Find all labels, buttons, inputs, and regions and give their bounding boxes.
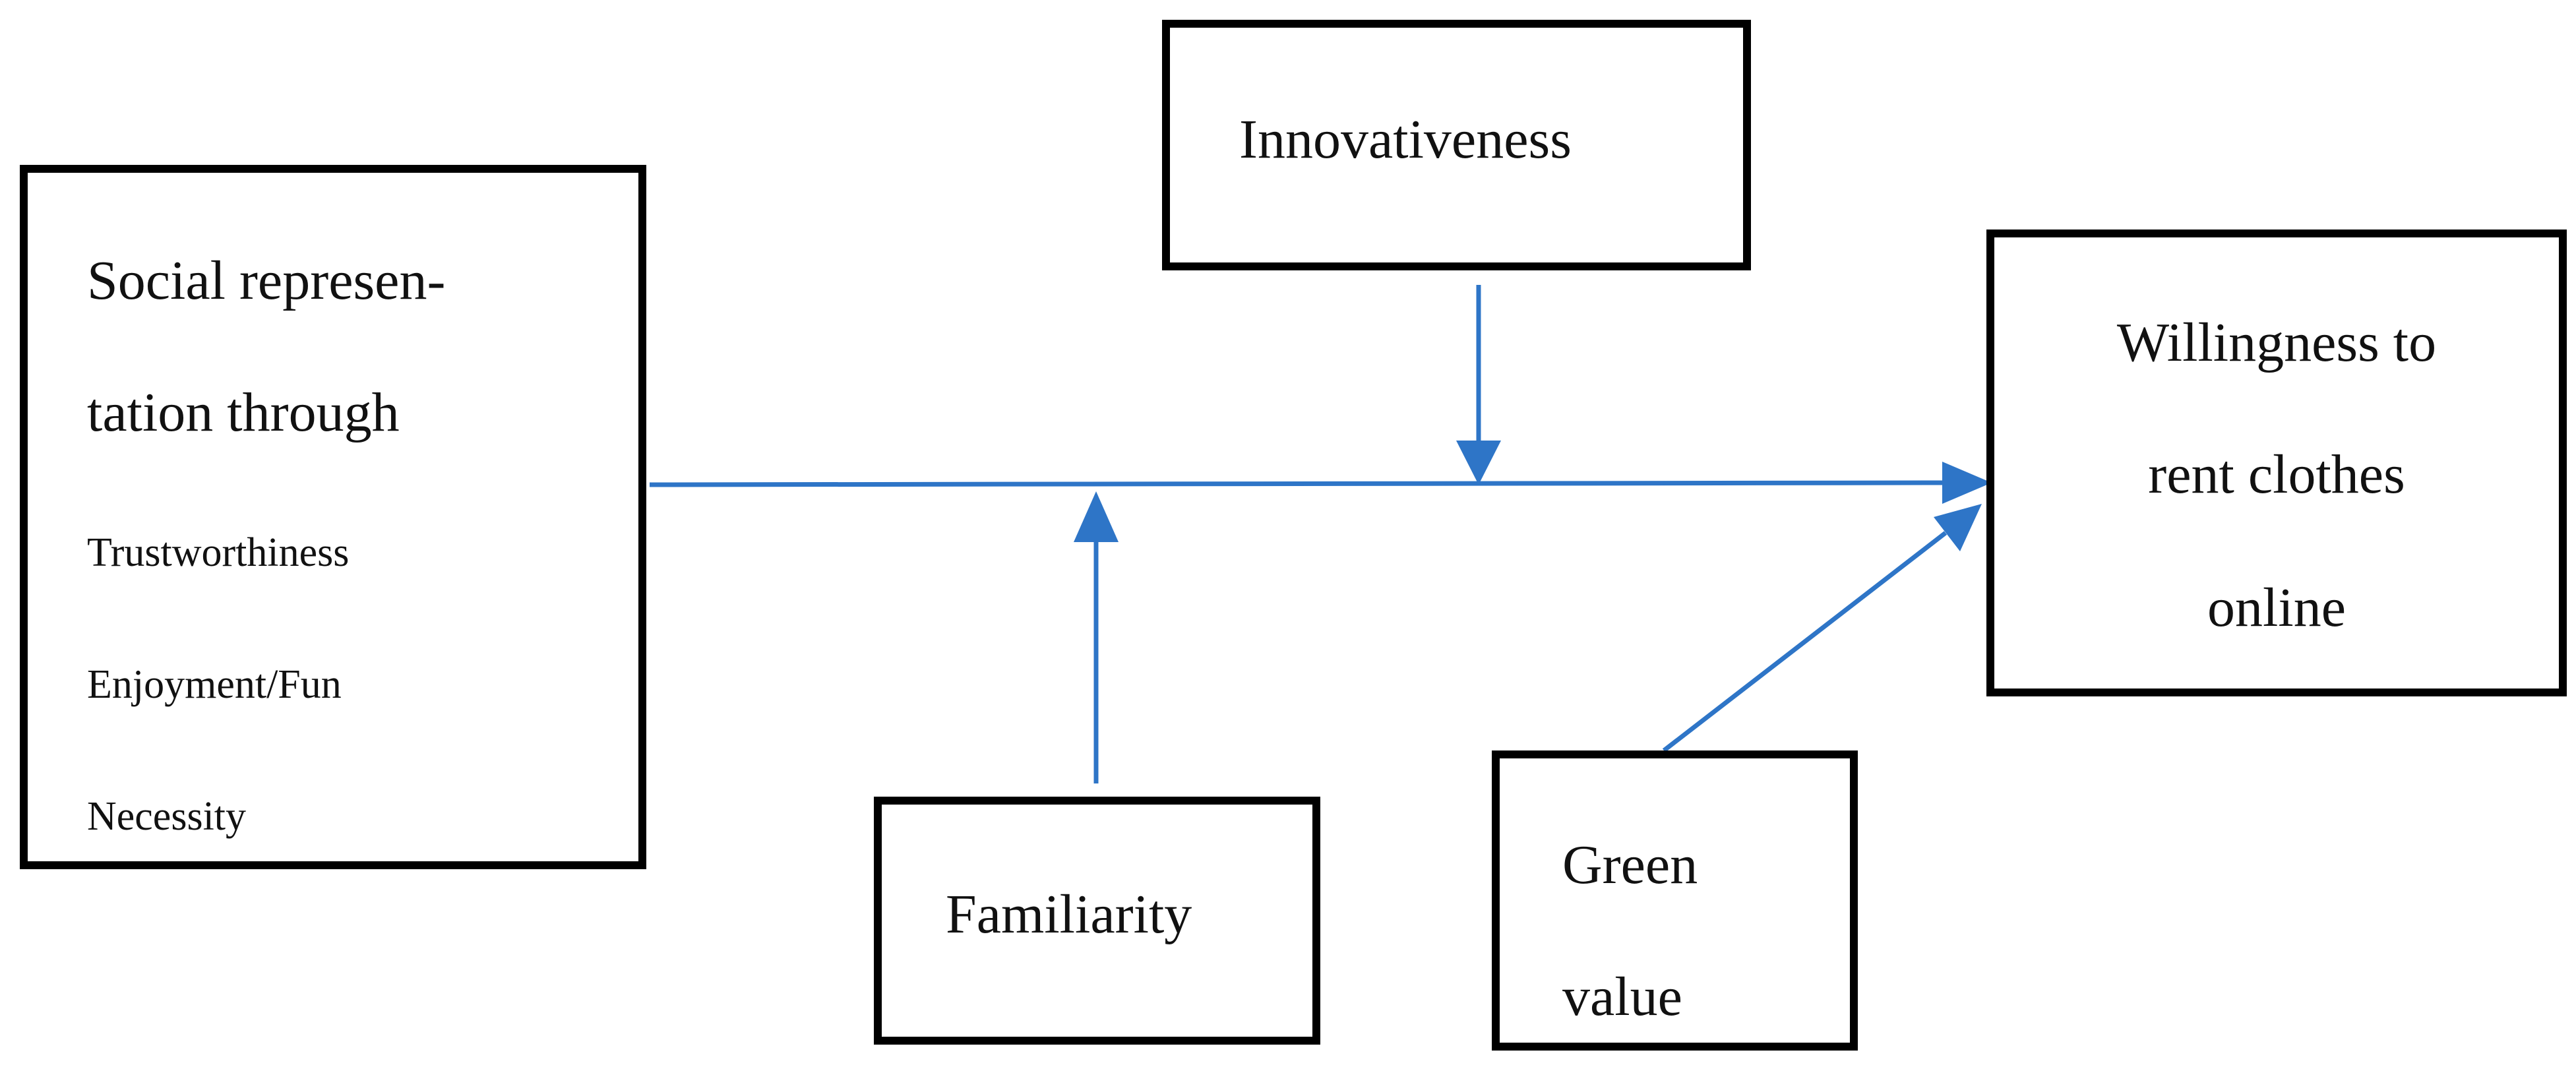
green-value-line1: Green [1562,834,1698,896]
social-item-trustworthiness: Trustworthiness [87,530,350,575]
willingness-box: Willingness to rent clothes online [1986,229,2567,696]
familiarity-label: Familiarity [946,884,1192,945]
main-path-line [649,480,1943,487]
green-value-line [1662,531,1947,752]
green-value-arrowhead [1934,504,1982,551]
innovativeness-arrowhead [1456,441,1501,485]
familiarity-arrowhead [1074,491,1119,542]
innovativeness-box: Innovativeness [1162,20,1751,270]
social-item-necessity: Necessity [87,794,247,839]
innovativeness-label: Innovativeness [1239,109,1572,170]
familiarity-box: Familiarity [874,797,1320,1045]
social-title-line2: tation through [87,382,400,443]
willingness-line3: online [2207,577,2346,638]
willingness-line2: rent clothes [2148,444,2405,505]
green-value-box: Green value [1492,750,1858,1051]
social-representation-box: Social represen- tation through Trustwor… [20,165,646,869]
social-item-enjoyment: Enjoyment/Fun [87,662,342,707]
main-path-arrowhead [1942,462,1992,504]
willingness-line1: Willingness to [2116,312,2437,373]
green-value-line2: value [1562,966,1682,1027]
social-title-line1: Social represen- [87,250,446,311]
